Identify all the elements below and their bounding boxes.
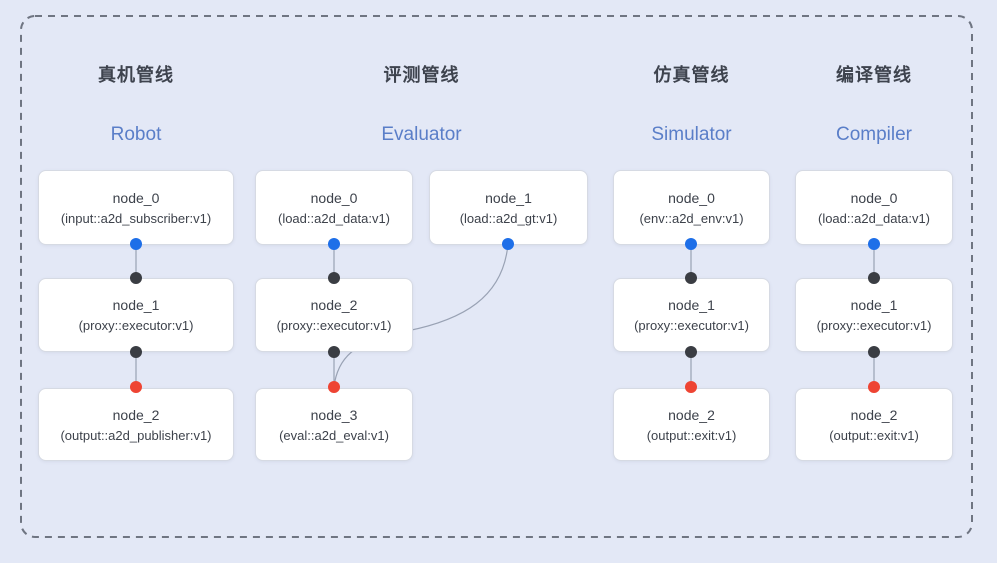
node-box-evaluator-node-3[interactable]: node_3 (eval::a2d_eval:v1): [255, 388, 413, 461]
intermediate-port-dot: [328, 272, 340, 284]
node-title: node_0: [668, 189, 715, 206]
intermediate-port-dot: [685, 272, 697, 284]
intermediate-port-dot: [868, 346, 880, 358]
source-port-dot: [502, 238, 514, 250]
intermediate-port-dot: [685, 346, 697, 358]
pipeline-title-compiler-cn: 编译管线: [836, 65, 912, 85]
pipeline-title-robot-en: Robot: [110, 124, 162, 145]
node-subtitle: (input::a2d_subscriber:v1): [60, 210, 212, 226]
node-box-simulator-node-1[interactable]: node_1 (proxy::executor:v1): [613, 278, 770, 352]
source-port-dot: [328, 238, 340, 250]
intermediate-port-dot: [868, 272, 880, 284]
node-box-evaluator-node-0[interactable]: node_0 (load::a2d_data:v1): [255, 170, 413, 245]
node-title: node_1: [112, 297, 160, 313]
node-box-evaluator-node-1[interactable]: node_1 (load::a2d_gt:v1): [429, 170, 588, 245]
pipeline-title-evaluator-cn: 评测管线: [383, 65, 460, 85]
node-subtitle: (proxy::executor:v1): [78, 318, 194, 333]
node-box-compiler-node-1[interactable]: node_1 (proxy::executor:v1): [795, 278, 953, 352]
node-subtitle: (proxy::executor:v1): [816, 318, 932, 333]
node-title: node_0: [850, 189, 898, 206]
node-subtitle: (proxy::executor:v1): [634, 318, 749, 333]
intermediate-port-dot: [328, 346, 340, 358]
node-subtitle: (eval::a2d_eval:v1): [279, 427, 389, 443]
intermediate-port-dot: [130, 272, 142, 284]
node-title: node_2: [112, 406, 160, 423]
node-title: node_1: [850, 297, 898, 313]
node-subtitle: (env::a2d_env:v1): [639, 210, 744, 226]
node-subtitle: (output::exit:v1): [829, 427, 919, 443]
node-subtitle: (proxy::executor:v1): [276, 318, 392, 333]
pipeline-title-robot-cn: 真机管线: [98, 65, 174, 85]
sink-port-dot: [685, 381, 697, 393]
source-port-dot: [685, 238, 697, 250]
node-subtitle: (output::a2d_publisher:v1): [60, 427, 212, 443]
node-subtitle: (load::a2d_data:v1): [817, 210, 931, 226]
pipeline-title-simulator-cn: 仿真管线: [653, 65, 730, 85]
node-title: node_2: [850, 406, 898, 423]
node-box-compiler-node-0[interactable]: node_0 (load::a2d_data:v1): [795, 170, 953, 245]
dashed-border: [20, 15, 973, 538]
intermediate-port-dot: [130, 346, 142, 358]
source-port-dot: [868, 238, 880, 250]
pipeline-title-evaluator-en: Evaluator: [381, 124, 462, 145]
node-title: node_0: [310, 189, 358, 206]
node-title: node_1: [668, 297, 715, 313]
node-subtitle: (load::a2d_data:v1): [277, 210, 391, 226]
node-box-compiler-node-2[interactable]: node_2 (output::exit:v1): [795, 388, 953, 461]
node-box-simulator-node-0[interactable]: node_0 (env::a2d_env:v1): [613, 170, 770, 245]
sink-port-dot: [868, 381, 880, 393]
node-box-robot-node-0[interactable]: node_0 (input::a2d_subscriber:v1): [38, 170, 234, 245]
node-title: node_0: [112, 189, 160, 206]
node-title: node_2: [310, 297, 358, 313]
pipeline-title-simulator-en: Simulator: [651, 124, 732, 145]
node-box-evaluator-node-2[interactable]: node_2 (proxy::executor:v1): [255, 278, 413, 352]
source-port-dot: [130, 238, 142, 250]
node-box-robot-node-1[interactable]: node_1 (proxy::executor:v1): [38, 278, 234, 352]
node-title: node_3: [310, 406, 358, 423]
sink-port-dot: [130, 381, 142, 393]
node-title: node_1: [485, 189, 532, 206]
node-box-simulator-node-2[interactable]: node_2 (output::exit:v1): [613, 388, 770, 461]
node-box-robot-node-2[interactable]: node_2 (output::a2d_publisher:v1): [38, 388, 234, 461]
node-subtitle: (load::a2d_gt:v1): [459, 210, 558, 226]
node-title: node_2: [668, 406, 715, 423]
sink-port-dot: [328, 381, 340, 393]
pipeline-title-compiler-en: Compiler: [835, 124, 913, 145]
node-subtitle: (output::exit:v1): [646, 427, 737, 443]
